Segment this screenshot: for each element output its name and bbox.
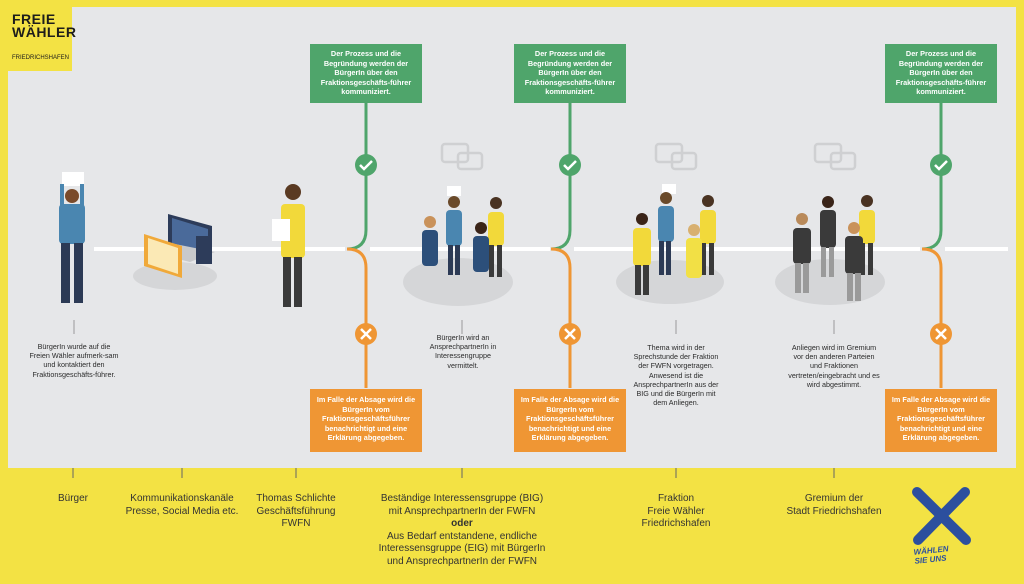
category-line: mit AnsprechpartnerIn der FWFN (388, 505, 536, 517)
check-icon (930, 154, 952, 176)
branch-connectors (346, 103, 943, 388)
category-or: oder (451, 518, 473, 529)
cross-icon (559, 323, 581, 345)
category-line: Stadt Friedrichshafen (786, 505, 882, 517)
category-line: Gremium der (804, 493, 864, 504)
category-line: Kommunikationskanäle (130, 493, 234, 504)
category-line: Beständige Interessensgruppe (BIG) (380, 493, 544, 504)
vote-x-icon (912, 487, 971, 545)
category-line: Interessensgruppe (EIG) mit BürgerIn (378, 543, 546, 554)
description-ticks (73, 320, 835, 334)
check-icon (559, 154, 581, 176)
category-buerger-label: Bürger (57, 493, 88, 504)
category-buerger: Bürger (48, 493, 98, 506)
desc-buerger: BürgerIn wurde auf die Freien Wähler auf… (29, 342, 119, 379)
logo-title: FREIE WÄHLER (12, 11, 77, 40)
citizen-figure (59, 172, 85, 303)
vote-badge: WÄHLEN SIE UNS (913, 544, 950, 566)
category-geschaeftsfuehrung: Thomas Schlichte Geschäftsführung FWFN (246, 493, 346, 531)
fraction-figures (633, 184, 716, 295)
category-line: Aus Bedarf entstandene, endliche (386, 530, 538, 542)
logo-subtitle: FRIEDRICHSHAFEN (12, 55, 70, 61)
desc-interessengruppe: BürgerIn wird an AnsprechpartnerIn in In… (429, 333, 497, 370)
orange-box-2: Im Falle der Absage wird die BürgerIn vo… (514, 389, 626, 452)
category-line: Presse, Social Media etc. (125, 505, 239, 517)
green-box-1: Der Prozess und die Begründung werden de… (310, 44, 422, 103)
category-ticks (72, 468, 835, 478)
orange-box-1: Im Falle der Absage wird die BürgerIn vo… (310, 389, 422, 452)
category-line: und AnsprechpartnerIn der FWFN (386, 555, 538, 567)
logo: FREIE WÄHLER FRIEDRICHSHAFEN (8, 7, 77, 71)
orange-box-3: Im Falle der Absage wird die BürgerIn vo… (885, 389, 997, 452)
category-interessengruppe: Beständige Interessensgruppe (BIG) mit A… (362, 493, 562, 568)
speech-bubbles-icon (440, 142, 857, 171)
cross-icon (930, 323, 952, 345)
check-icon (355, 154, 377, 176)
committee-figures (793, 195, 875, 301)
category-line: Freie Wähler (647, 505, 705, 517)
desc-fraktion: Thema wird in der Sprechstunde der Frakt… (633, 343, 719, 408)
desc-gremium: Anliegen wird im Gremium vor den anderen… (788, 343, 880, 389)
category-line: Geschäftsführung (256, 505, 336, 517)
green-box-2: Der Prozess und die Begründung werden de… (514, 44, 626, 103)
category-fraktion: Fraktion Freie Wähler Friedrichshafen (616, 493, 736, 531)
manager-figure (272, 184, 305, 307)
devices-illustration (144, 214, 215, 278)
category-gremium: Gremium der Stadt Friedrichshafen (764, 493, 904, 518)
green-box-3: Der Prozess und die Begründung werden de… (885, 44, 997, 103)
category-kommunikation: Kommunikationskanäle Presse, Social Medi… (120, 493, 244, 518)
interest-group-figures (422, 186, 504, 277)
category-line: Fraktion (657, 493, 695, 504)
category-line: FWFN (281, 518, 311, 529)
category-line: Friedrichshafen (641, 518, 711, 529)
cross-icon (355, 323, 377, 345)
category-line: Thomas Schlichte (256, 493, 336, 504)
